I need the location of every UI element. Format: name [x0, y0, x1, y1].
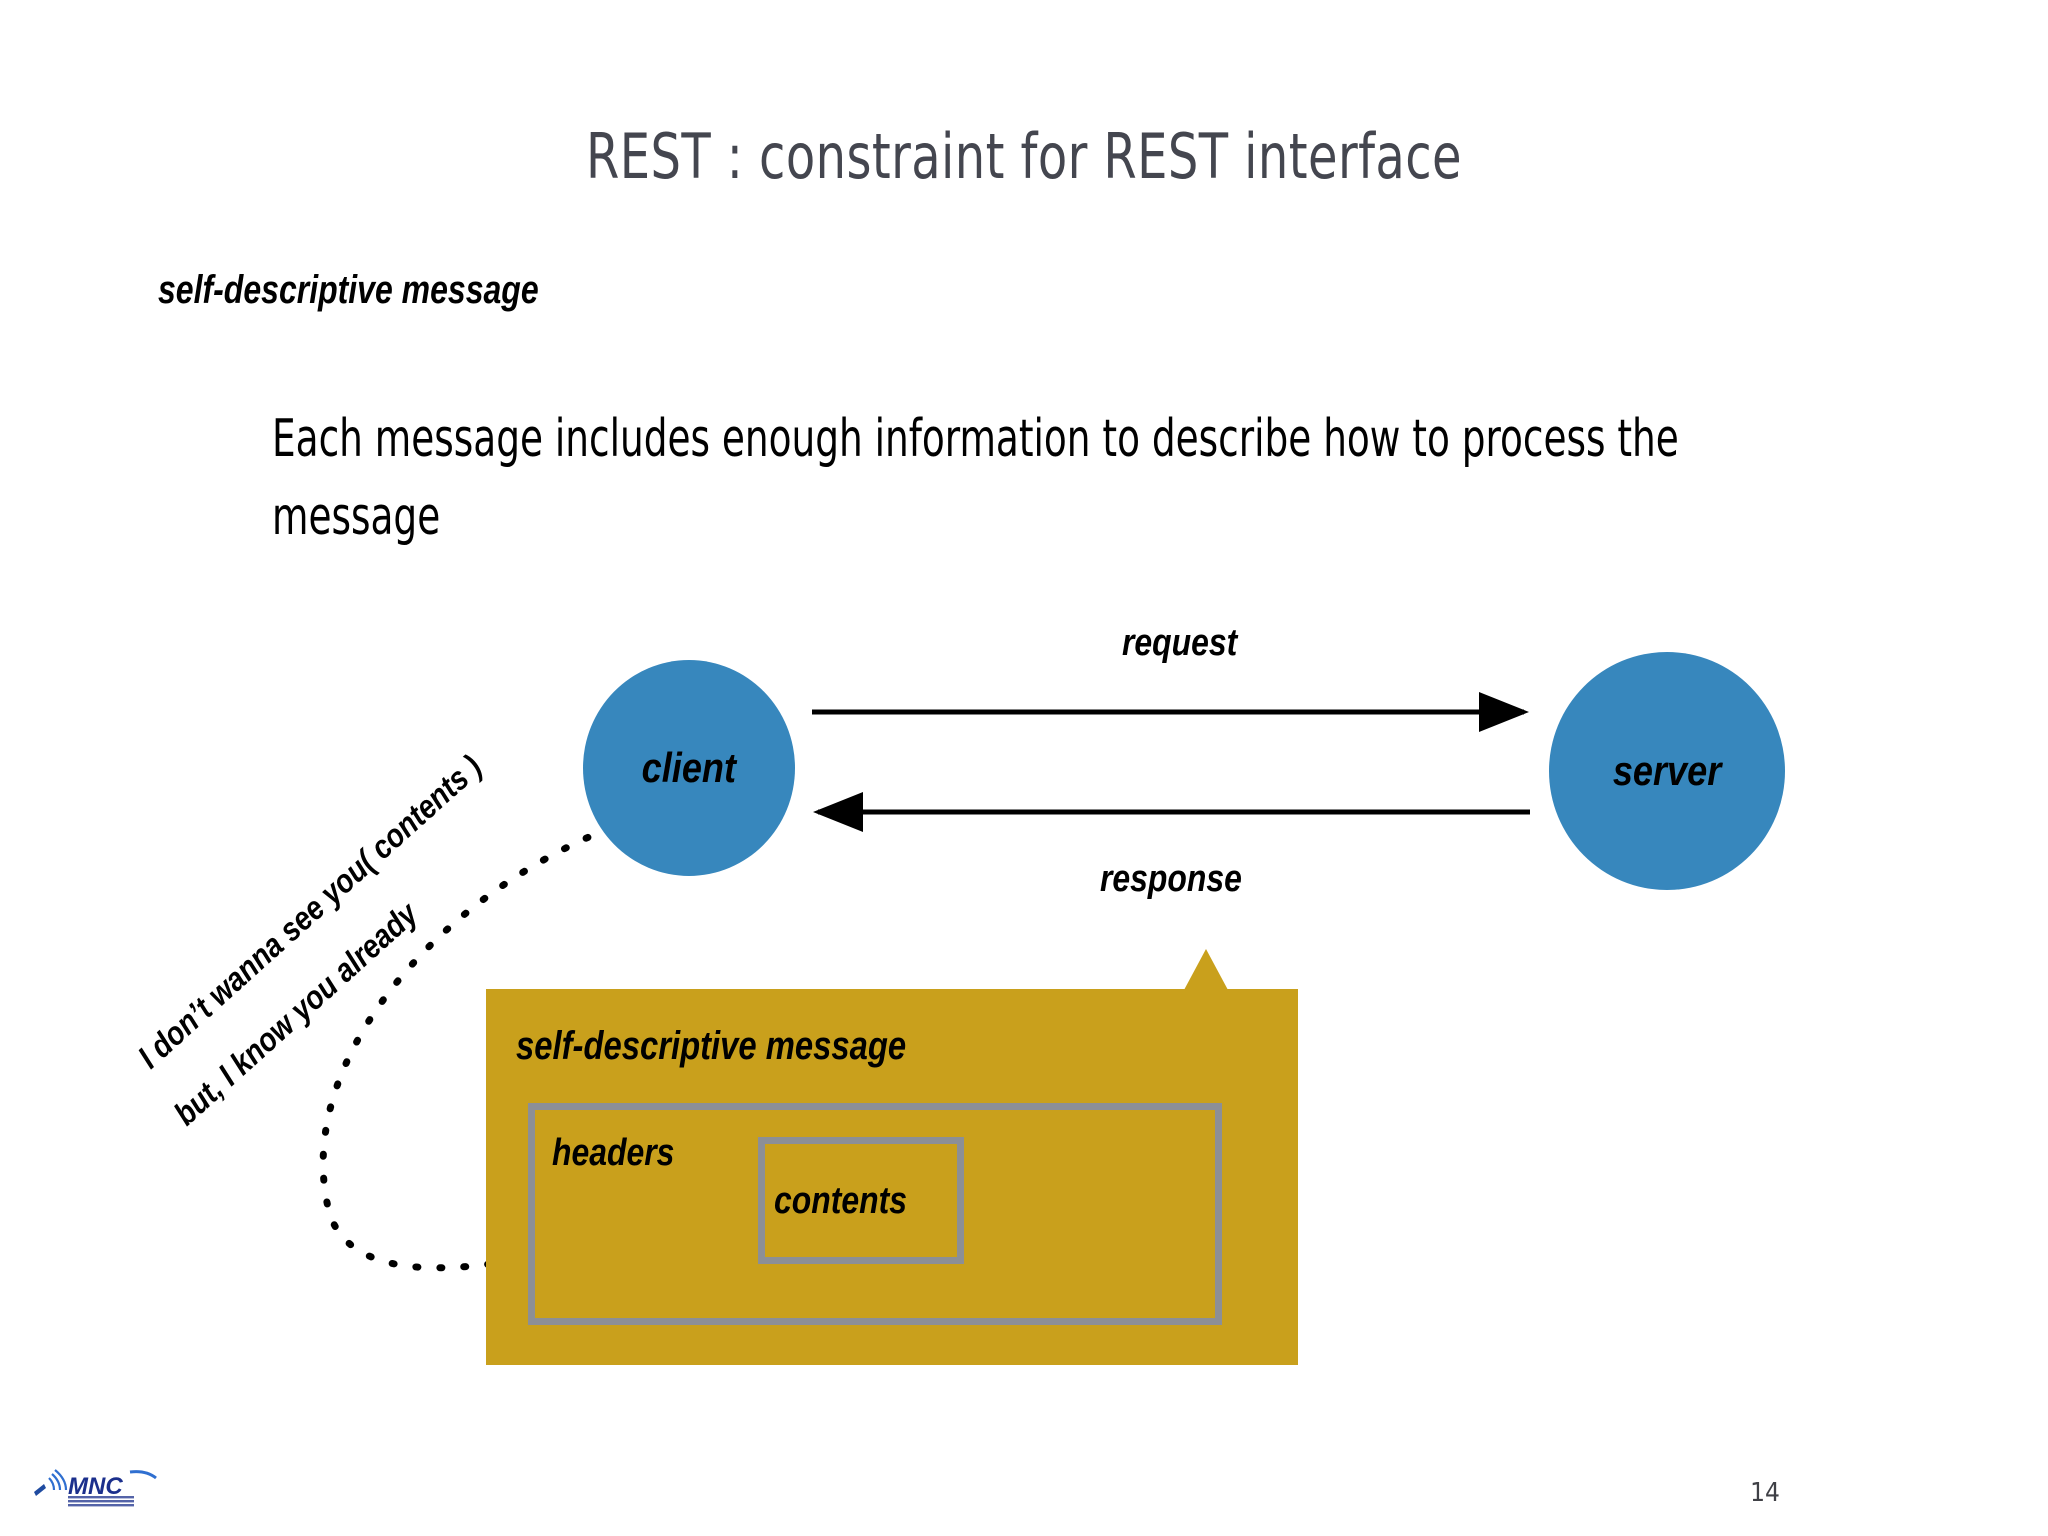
client-node-label: client — [641, 744, 737, 791]
self-descriptive-message-callout — [486, 989, 1298, 1365]
server-node-label: server — [1612, 747, 1722, 794]
page-number: 14 — [1750, 1478, 1780, 1508]
section-heading: self-descriptive message — [158, 268, 539, 312]
logo-underline — [68, 1496, 134, 1507]
contents-box — [758, 1137, 964, 1264]
signal-icon — [34, 1469, 68, 1496]
callout-pointer-triangle — [1184, 949, 1228, 990]
headers-box — [528, 1103, 1222, 1325]
contents-label: contents — [774, 1180, 908, 1222]
request-label: request — [1122, 622, 1238, 664]
headers-label: headers — [552, 1132, 675, 1174]
client-node[interactable]: client — [583, 660, 795, 876]
response-label: response — [1100, 858, 1242, 900]
callout-title: self-descriptive message — [516, 1024, 907, 1068]
server-node[interactable]: server — [1549, 652, 1785, 890]
page-title: REST : constraint for REST interface — [586, 119, 1462, 193]
mnc-logo: MNC — [34, 1469, 157, 1507]
body-paragraph: Each message includes enough information… — [272, 409, 1679, 547]
mnc-logo-text: MNC — [68, 1473, 123, 1500]
